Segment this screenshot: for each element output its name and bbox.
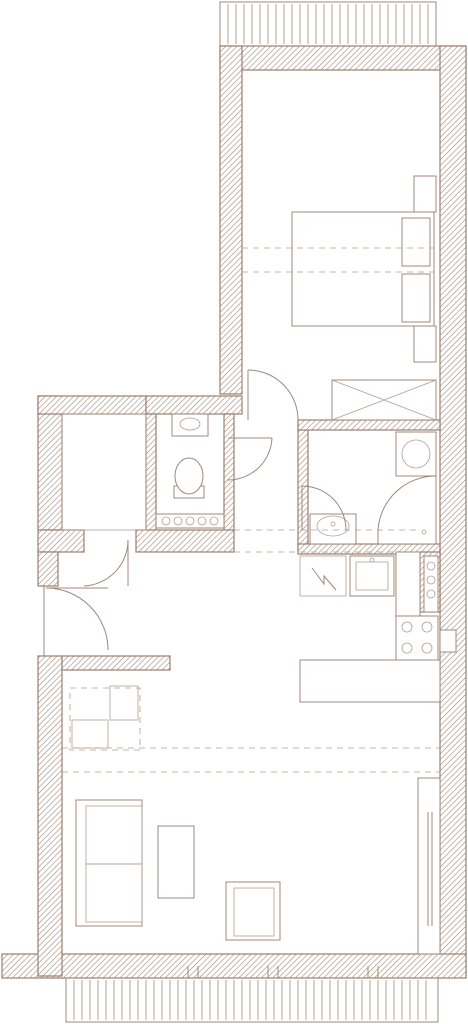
bedroom <box>241 175 440 421</box>
washbasin-small <box>171 413 209 437</box>
sofa <box>75 799 143 927</box>
window-marks <box>187 966 379 978</box>
bathroom-door[interactable] <box>301 485 347 531</box>
fridge <box>423 555 439 613</box>
armchair <box>225 881 281 941</box>
living-room <box>62 747 441 955</box>
towel-rail <box>155 513 225 529</box>
closet <box>61 413 147 531</box>
nightstand-bottom <box>413 325 437 363</box>
bedroom-door[interactable] <box>241 368 299 421</box>
washing-machine <box>395 431 437 477</box>
toilet <box>155 413 273 529</box>
closet-door[interactable] <box>83 539 129 587</box>
balcony-top <box>219 1 437 47</box>
double-bed <box>291 211 435 327</box>
balcony-bottom <box>65 977 439 1023</box>
coffee-table <box>157 825 195 899</box>
tv-unit <box>417 777 441 955</box>
entrance-door[interactable] <box>43 586 109 656</box>
hood <box>439 629 457 653</box>
nightstand-top <box>413 175 437 213</box>
kitchen <box>69 551 457 751</box>
stove <box>395 615 439 661</box>
toilet-bowl <box>173 457 205 499</box>
toilet-door[interactable] <box>227 437 273 481</box>
electrical-panel <box>299 555 347 597</box>
hallway <box>43 529 420 656</box>
exterior-walls <box>1 45 467 979</box>
washbasin <box>309 513 357 545</box>
kitchen-island <box>299 659 441 703</box>
wardrobe <box>331 379 437 421</box>
kitchen-sink <box>349 555 395 597</box>
dining-table <box>69 685 141 751</box>
shower <box>377 475 437 545</box>
bathroom <box>301 431 437 545</box>
